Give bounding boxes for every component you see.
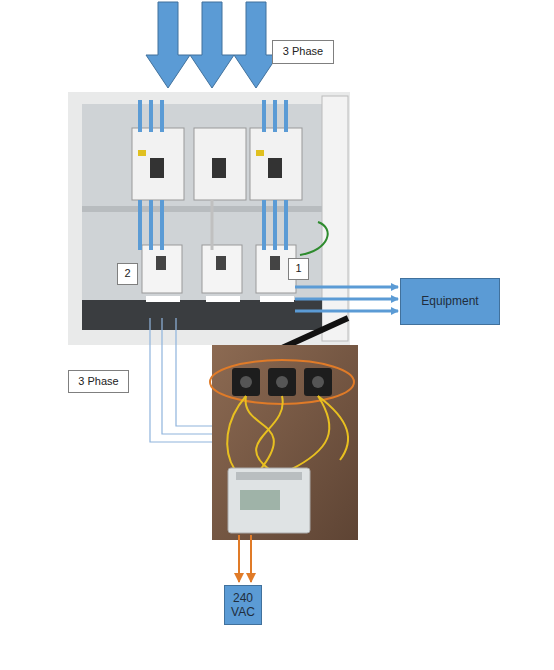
current-transformer [304, 368, 332, 396]
callout-number: 1 [288, 258, 309, 280]
breaker-toggle [212, 158, 226, 178]
down-arrow [146, 2, 190, 88]
node-text: 3 Phase [78, 375, 118, 388]
ct-wires [227, 396, 348, 470]
power-meter [228, 468, 310, 533]
yellow-wire [290, 396, 329, 470]
meter-display [240, 490, 280, 510]
breaker-toggle [270, 256, 280, 270]
ct-window [240, 376, 252, 388]
breaker [250, 128, 302, 200]
breaker-label [146, 296, 180, 302]
phase-label-box: 3 Phase [68, 370, 129, 393]
node-text: Equipment [421, 294, 478, 308]
shelf-tray [82, 300, 322, 330]
node-text: 2 [124, 267, 130, 280]
breaker-toggle [156, 256, 166, 270]
yellow-wire [227, 396, 246, 470]
supply-arrow [250, 535, 252, 582]
breaker-label [138, 150, 146, 156]
supply-box: 240 VAC [224, 585, 262, 625]
meter-supply [239, 535, 251, 582]
lead-line [150, 318, 215, 442]
node-text: 1 [295, 262, 301, 275]
conductors [140, 100, 286, 250]
pointer-line [282, 318, 348, 348]
breaker-toggle [268, 158, 282, 178]
yellow-wire [256, 396, 283, 470]
callout-number: 2 [117, 263, 138, 285]
rcd-breaker [142, 245, 182, 293]
breaker-toggle [216, 256, 226, 270]
ct-leads [150, 318, 215, 442]
ct-window [276, 376, 288, 388]
supply-arrows [146, 2, 278, 88]
ct-window [312, 376, 324, 388]
breaker-label [256, 150, 264, 156]
earth-wire [300, 222, 328, 255]
meter-terminals [236, 472, 302, 480]
wire [211, 200, 214, 250]
phase-label-box: 3 Phase [272, 40, 334, 64]
breaker-label [260, 296, 294, 302]
cabinet-frame [68, 92, 350, 345]
wire [264, 100, 286, 132]
equipment-box: Equipment [400, 278, 500, 325]
wire [264, 200, 286, 250]
down-arrow [190, 2, 234, 88]
cabinet-back [82, 104, 322, 330]
supply-arrow [238, 535, 240, 582]
equipment-feed [295, 287, 398, 311]
photo-background [212, 345, 358, 540]
ct-photo [210, 345, 358, 540]
node-text: 3 Phase [283, 45, 323, 58]
cabinet-door [322, 96, 348, 341]
wire [140, 200, 162, 250]
lead-line [162, 318, 215, 434]
cabinet-photo [68, 92, 350, 345]
current-transformer [268, 368, 296, 396]
breaker-toggle [150, 158, 164, 178]
feed-arrow [295, 286, 398, 289]
yellow-wire [318, 396, 348, 460]
feed-arrow [295, 298, 398, 301]
lead-line [176, 318, 215, 426]
feed-arrow [295, 310, 398, 313]
current-transformer [232, 368, 260, 396]
breaker-label [206, 296, 240, 302]
breaker [132, 128, 184, 200]
wire [140, 100, 162, 132]
breaker [194, 128, 246, 200]
rcd-breaker [202, 245, 242, 293]
node-text: 240 VAC [225, 591, 261, 620]
